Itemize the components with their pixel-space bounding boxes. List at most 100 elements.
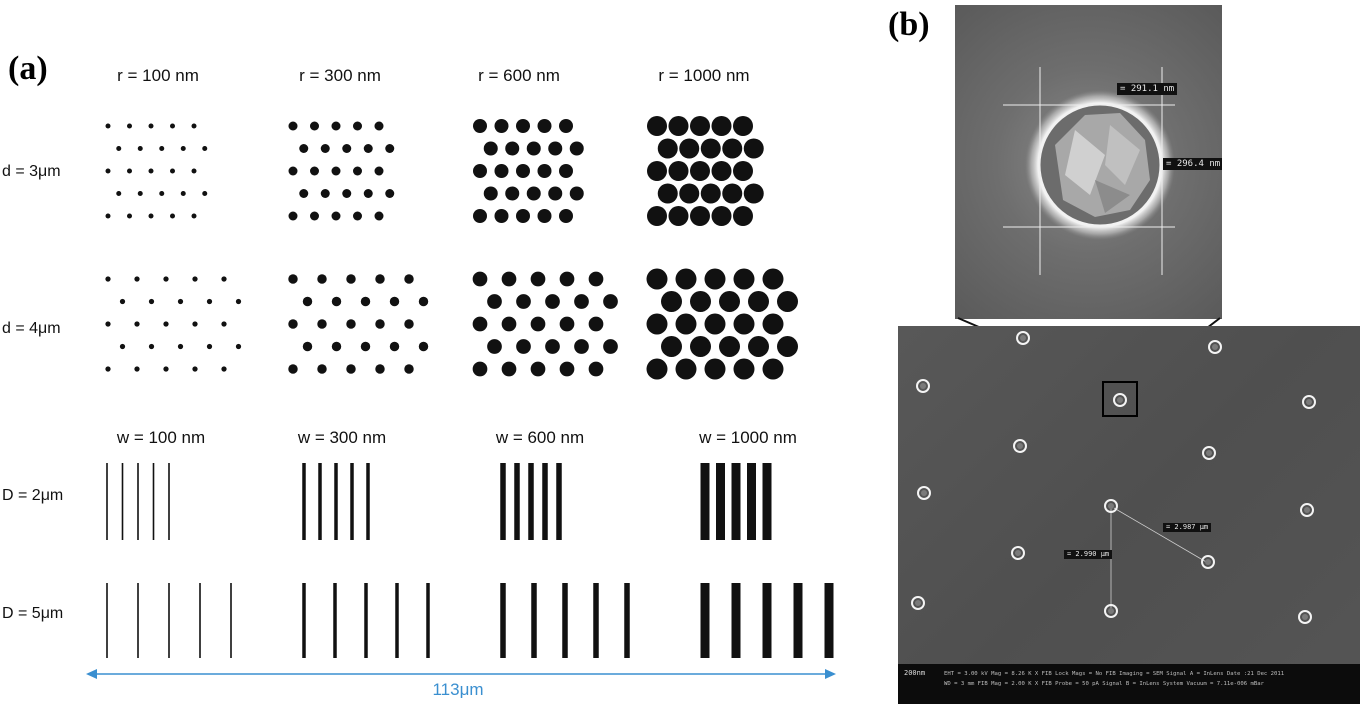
sem-particle [1208,340,1222,354]
zoom-region-box [1102,381,1138,417]
array-line [593,583,599,658]
array-line [716,463,725,540]
array-dot [363,189,373,198]
array-dot [119,298,126,305]
array-dot [163,366,169,372]
array-dot [206,298,213,305]
array-dot [148,343,155,350]
array-line [528,463,534,540]
array-dot [679,183,700,204]
array-dot [526,186,541,201]
array-dot [404,364,414,374]
array-dot [317,319,327,329]
sem-particle [1201,555,1215,569]
array-dot [733,116,753,136]
dot-row-label: d = 4μm [2,320,61,337]
array-dot [317,274,327,284]
sem-overview-drawing [911,331,1316,624]
array-dot [360,341,371,352]
sem-particle [1113,393,1127,407]
array-dot [192,321,198,327]
array-dot [288,364,298,374]
dot-column-header: r = 300 nm [299,66,381,85]
array-line [531,583,537,658]
array-dot [661,291,682,312]
sem-particle [1016,331,1030,345]
array-dot [733,358,755,380]
array-dot [537,119,552,133]
array-dot [690,291,711,312]
line-column-header: w = 1000 nm [699,428,797,447]
array-dot [657,138,678,159]
array-dot [690,206,710,226]
array-dot [127,213,132,219]
array-dot [374,166,384,176]
array-dot [646,313,668,335]
array-dot [148,168,154,174]
array-dot [302,296,313,307]
array-dot [679,138,700,159]
dot-row-label: d = 3μm [2,163,61,180]
array-dot [711,116,732,136]
array-dot [375,364,385,374]
array-line [333,583,337,658]
array-dot [302,341,313,352]
array-dot [221,321,227,327]
array-dot [148,123,154,129]
array-line [700,463,710,540]
array-dot [537,209,552,223]
array-dot [202,191,208,196]
array-line [121,463,124,540]
array-line [395,583,399,658]
array-dot [733,268,755,290]
array-dot [134,366,140,372]
array-dot [516,294,531,309]
array-dot [191,123,197,129]
sem-particle [911,596,925,610]
array-dot [545,339,560,354]
array-dot [719,291,740,312]
array-dot [700,183,721,204]
array-dot [516,339,531,354]
array-dot [588,271,604,287]
array-line [168,583,170,658]
array-dot [137,191,143,196]
array-dot [346,364,356,374]
array-dot [134,276,140,282]
array-dot [501,361,517,377]
array-dot [711,206,732,226]
array-dot [690,116,710,136]
array-dot [711,161,732,181]
array-line [500,583,506,658]
array-dot [177,298,184,305]
sem-particle [1011,546,1025,560]
array-line [364,583,368,658]
array-dot [762,268,784,290]
array-dot [148,298,155,305]
array-dot [206,343,213,350]
array-dot [310,166,319,176]
sem-particle [1202,446,1216,460]
array-dot [748,291,769,312]
array-line [318,463,322,540]
array-dot [385,189,395,198]
array-dot [762,313,784,335]
array-line [426,583,430,658]
array-dot [559,164,573,178]
line-row-label: D = 2μm [2,487,64,504]
array-dot [559,271,575,287]
sem-databar: 200nm EHT = 3.00 kV Mag = 8.26 K X FIB L… [898,664,1360,704]
line-column-header: w = 100 nm [116,428,206,447]
array-line [302,583,306,658]
array-dot [418,341,429,352]
overview-measure-diagonal: = 2.987 μm [1163,523,1212,532]
array-dot [733,313,755,335]
array-dot [548,186,563,201]
array-dot [569,186,584,201]
array-line [731,463,741,540]
databar-line-2: WD = 3 mm FIB Mag = 2.00 K X FIB Probe =… [944,681,1264,687]
sem-particle [1298,610,1312,624]
array-dot [221,366,227,372]
array-dot [647,161,667,181]
line-array-group [106,463,834,658]
